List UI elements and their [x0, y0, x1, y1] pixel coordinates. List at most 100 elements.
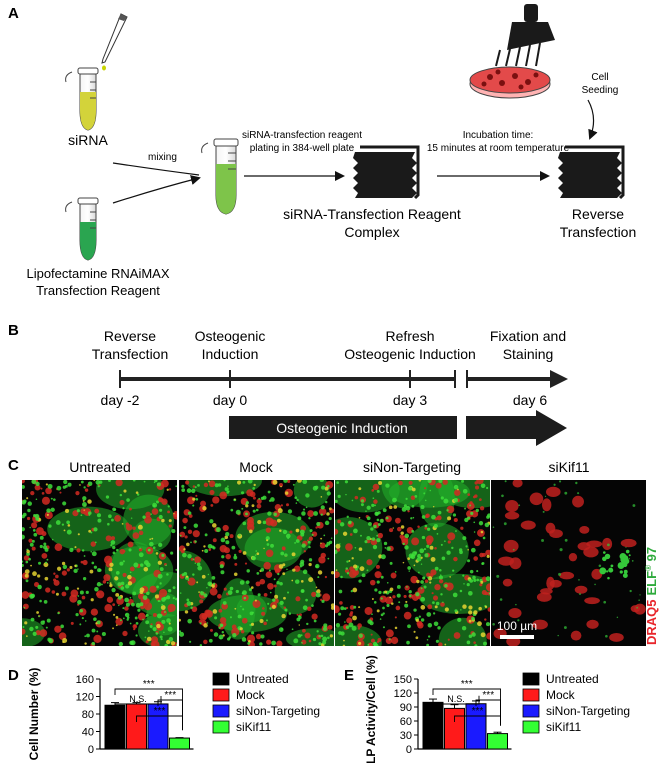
significance-bracket: ***: [157, 690, 183, 731]
legend-label: Untreated: [546, 672, 599, 686]
incubation-label-line1: Incubation time:: [463, 130, 534, 141]
error-bar: [450, 704, 459, 709]
legend-item: Mock: [522, 688, 576, 702]
bar-mock: [126, 703, 147, 750]
significance-label: N.S.: [447, 694, 465, 704]
legend-label: siKif11: [546, 720, 581, 734]
legend-item: Untreated: [212, 672, 289, 686]
plating-label-line1: siRNA-transfection reagent: [242, 130, 362, 141]
panel-b-label: B: [8, 322, 19, 339]
image-title-untreated: Untreated: [69, 459, 130, 475]
legend-label: Untreated: [236, 672, 289, 686]
legend-item: Mock: [212, 688, 266, 702]
legend-item: siNon-Targeting: [522, 704, 630, 718]
legend-swatch: [212, 688, 230, 702]
significance-label: ***: [482, 690, 494, 701]
sirna-label: siRNA: [68, 132, 108, 148]
induction-bar-label: Osteogenic Induction: [276, 420, 408, 436]
panel-d-label: D: [8, 667, 19, 684]
legend-item: siKif11: [522, 720, 581, 734]
y-tick-label: 120: [76, 692, 94, 704]
event-4-line2: Staining: [503, 346, 554, 362]
image-title-mock: Mock: [239, 459, 273, 475]
legend-label: Mock: [236, 688, 266, 702]
microscopy-mock: [179, 480, 334, 646]
legend-label: Mock: [546, 688, 576, 702]
plating-label-line2: plating in 384-well plate: [250, 143, 355, 154]
day-label-3: day 3: [393, 392, 427, 408]
panel-e-label: E: [344, 667, 354, 684]
cell-seeding-label-line2: Seeding: [582, 85, 619, 96]
y-tick-label: 160: [76, 674, 94, 686]
legend-item: siKif11: [212, 720, 271, 734]
lipofectamine-label-line2: Transfection Reagent: [36, 283, 160, 298]
incubation-label-line2: 15 minutes at room temperature: [427, 143, 570, 154]
legend-label: siNon-Targeting: [546, 704, 630, 718]
bar-mock: [444, 707, 465, 750]
event-4-line1: Fixation and: [490, 328, 566, 344]
mixing-label: mixing: [148, 152, 177, 163]
day-label-1: day -2: [101, 392, 140, 408]
image-title-sinontargeting: siNon-Targeting: [363, 459, 461, 475]
event-3-line2: Osteogenic Induction: [344, 346, 476, 362]
event-3-line1: Refresh: [385, 328, 434, 344]
bar-sikif11: [169, 737, 190, 750]
significance-label: ***: [143, 679, 155, 690]
panel-c-label: C: [8, 457, 19, 474]
y-tick-label: 30: [400, 730, 412, 742]
microscopy-images: [22, 480, 646, 646]
event-1-line1: Reverse: [104, 328, 156, 344]
event-1-line2: Transfection: [92, 346, 169, 362]
y-tick-label: 120: [394, 688, 412, 700]
pipette-tip-icon: [101, 13, 128, 71]
timeline: [119, 370, 568, 388]
significance-bracket: ***: [454, 706, 501, 726]
error-bar: [493, 731, 502, 734]
legend-swatch: [212, 720, 230, 734]
y-tick-label: 60: [400, 716, 412, 728]
sirna-tube-icon: [65, 67, 99, 131]
legend-swatch: [522, 720, 540, 734]
complex-label-line1: siRNA-Transfection Reagent: [283, 206, 461, 222]
reverse-label-line1: Reverse: [572, 206, 624, 222]
legend-item: siNon-Targeting: [212, 704, 320, 718]
event-2-line2: Induction: [202, 346, 259, 362]
legend-swatch: [522, 672, 540, 686]
significance-label: N.S.: [129, 694, 147, 704]
y-tick-label: 0: [88, 744, 94, 756]
legend-swatch: [522, 704, 540, 718]
multichannel-pipette-icon: [495, 4, 555, 67]
complex-label-line2: Complex: [344, 224, 399, 240]
legend-swatch: [212, 704, 230, 718]
stain-legend: DRAQ5ELF® 97: [644, 547, 659, 645]
significance-bracket: ***: [475, 690, 501, 726]
bar-untreated: [104, 704, 126, 750]
mixing-curve-bottom: [112, 175, 201, 204]
panel-a-label: A: [8, 5, 19, 22]
reverse-plate-stack-icon: [558, 145, 625, 200]
y-tick-label: 80: [82, 709, 94, 721]
bar-sikif11: [487, 733, 508, 750]
significance-label: ***: [472, 706, 484, 717]
microscopy-sinontargeting: [335, 480, 490, 646]
legend-swatch: [522, 688, 540, 702]
significance-label: ***: [164, 690, 176, 701]
reverse-label-line2: Transfection: [560, 224, 637, 240]
lipofectamine-tube-icon: [65, 197, 99, 261]
y-axis-label: ALP Activity/Cell (%): [364, 655, 378, 763]
legend-label: siKif11: [236, 720, 271, 734]
image-title-sikif11: siKif11: [549, 459, 590, 475]
y-tick-label: 0: [406, 744, 412, 756]
significance-label: ***: [461, 679, 473, 690]
day-label-4: day 6: [513, 392, 547, 408]
microscopy-sikif11: [491, 480, 646, 646]
y-tick-label: 90: [400, 702, 412, 714]
scalebar-label: 100 µm: [497, 619, 537, 633]
well-plate-stack-icon: [353, 145, 420, 200]
mixed-tube-icon: [201, 138, 239, 215]
cell-seeding-label-line1: Cell: [591, 72, 608, 83]
cell-seeding-arrow: [587, 99, 598, 140]
day-label-2: day 0: [213, 392, 247, 408]
